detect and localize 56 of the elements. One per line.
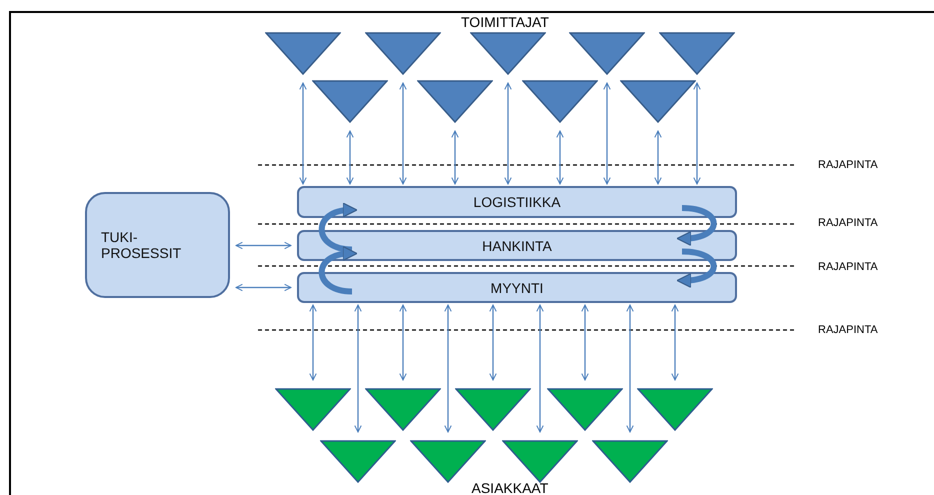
- arrow: [299, 82, 307, 184]
- curved-arrow: [318, 203, 358, 252]
- customer-triangle: [275, 388, 351, 431]
- process-box: [297, 230, 737, 261]
- box-label: HANKINTA: [482, 238, 552, 254]
- arrow: [581, 304, 589, 380]
- supplier-triangle: [569, 32, 645, 75]
- supplier-triangle: [470, 32, 546, 75]
- customer-triangle: [502, 440, 578, 483]
- customer-triangle: [637, 388, 713, 431]
- customer-triangle: [365, 388, 441, 431]
- arrow: [671, 304, 679, 380]
- arrow: [603, 82, 611, 184]
- arrow: [693, 82, 701, 184]
- box-label: TUKI- PROSESSIT: [101, 229, 182, 261]
- boundary-label: RAJAPINTA: [818, 159, 878, 171]
- process-box: [297, 272, 737, 303]
- arrow: [309, 304, 317, 380]
- customer-triangle: [410, 440, 486, 483]
- arrow: [504, 82, 512, 184]
- customer-triangle: [320, 440, 396, 483]
- supplier-triangle: [312, 80, 388, 123]
- supplier-triangle: [522, 80, 598, 123]
- supplier-triangle: [265, 32, 341, 75]
- curved-arrow: [676, 248, 717, 288]
- supplier-triangle: [365, 32, 441, 75]
- arrow: [399, 82, 407, 184]
- arrow: [346, 130, 354, 184]
- arrow: [536, 304, 544, 432]
- supplier-triangle: [620, 80, 696, 123]
- arrow: [399, 304, 407, 380]
- boundary-label: RAJAPINTA: [818, 324, 878, 336]
- boundary-label: RAJAPINTA: [818, 217, 878, 229]
- arrow: [489, 304, 497, 380]
- box-label: LOGISTIIKKA: [473, 194, 561, 210]
- group-label: TOIMITTAJAT: [461, 14, 549, 30]
- supplier-triangle: [659, 32, 735, 75]
- boundary-label: RAJAPINTA: [818, 261, 878, 273]
- arrow: [236, 284, 292, 292]
- support-process-box: [85, 192, 230, 298]
- arrow: [236, 242, 292, 250]
- arrow: [444, 304, 452, 432]
- arrow: [354, 304, 362, 432]
- process-box: [297, 186, 737, 218]
- arrow: [451, 130, 459, 184]
- customer-triangle: [455, 388, 531, 431]
- curved-arrow: [676, 205, 717, 246]
- supplier-triangle: [417, 80, 493, 123]
- arrow: [556, 130, 564, 184]
- customer-triangle: [547, 388, 623, 431]
- arrow: [654, 130, 662, 184]
- curved-arrow: [318, 246, 358, 294]
- customer-triangle: [592, 440, 668, 483]
- group-label: ASIAKKAAT: [472, 480, 548, 495]
- box-label: MYYNTI: [490, 280, 544, 296]
- arrow: [626, 304, 634, 432]
